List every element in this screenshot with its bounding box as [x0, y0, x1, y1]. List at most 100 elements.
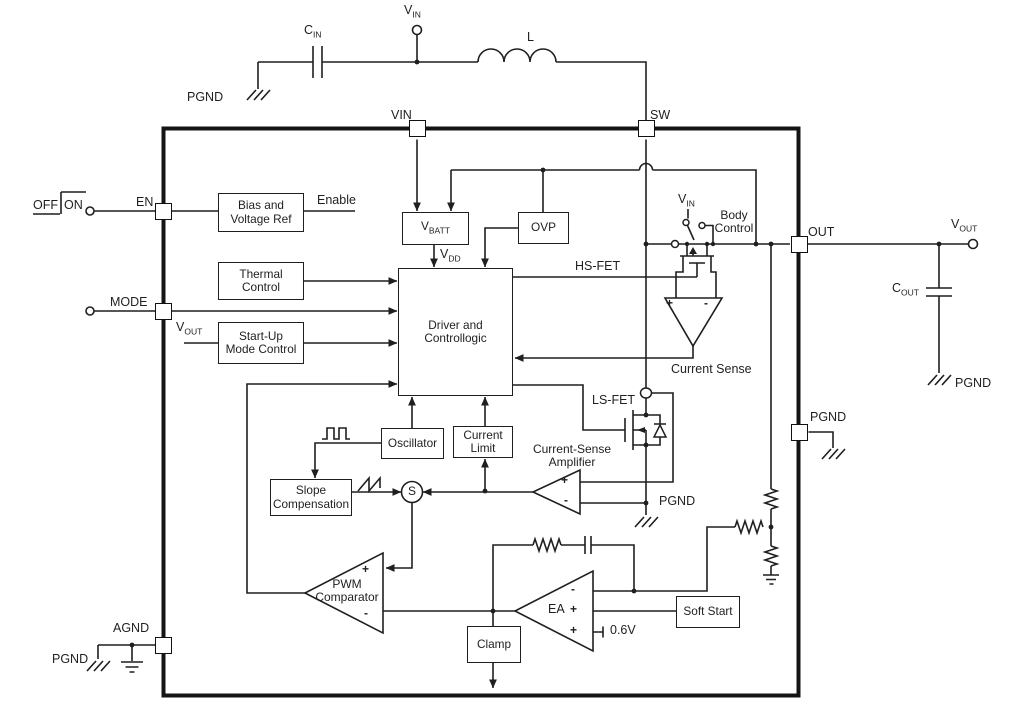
- ea-triangle: [513, 569, 594, 653]
- inductor-coil: [477, 48, 557, 63]
- ea-label: EA: [548, 602, 565, 616]
- pgnd-ground-cout: [927, 374, 952, 386]
- wire-ovp-driver: [481, 227, 518, 268]
- vref-label: 0.6V: [610, 623, 636, 637]
- pwm-plus: +: [362, 562, 370, 576]
- switch-on-label: ON: [64, 198, 83, 212]
- cin-capacitor: [312, 46, 323, 78]
- pgnd-ground-ls: [634, 516, 659, 528]
- cout-label: COUT: [892, 281, 919, 298]
- wire-pgnd-pin: [808, 431, 834, 448]
- vin-terminal-circle: [411, 24, 423, 36]
- ea-minus: -: [571, 582, 575, 596]
- slope-line1: Slope: [295, 483, 327, 497]
- body-control-switch: [686, 209, 714, 244]
- summing-node-circle: [400, 480, 424, 504]
- driver-line2: Controllogic: [424, 331, 487, 345]
- current-limit-line2: Limit: [470, 441, 496, 455]
- body-switch-contact-1: [682, 218, 690, 227]
- cs-upper-plus: +: [666, 296, 674, 310]
- thermal-line2: Control: [241, 280, 281, 294]
- bias-line2: Voltage Ref: [230, 211, 292, 226]
- wire-jumper-oval: [639, 387, 653, 399]
- soft-start-block: Soft Start: [676, 596, 740, 628]
- clamp-label: Clamp: [476, 636, 512, 651]
- cs-upper-minus: -: [704, 296, 708, 310]
- vbatt-label: VBATT: [421, 218, 450, 235]
- pin-mode-label: MODE: [110, 295, 148, 309]
- ls-body-diode: [652, 423, 668, 438]
- pin-mode: [155, 303, 172, 320]
- startup-line1: Start-Up: [239, 328, 283, 343]
- slope-line2: Compensation: [272, 496, 350, 511]
- off-on-switch-marks: [33, 191, 86, 215]
- summing-node-label: S: [408, 484, 417, 498]
- pin-pgnd: [791, 424, 808, 441]
- vout-startup-label: VOUT: [176, 320, 203, 337]
- junction-dots: [129, 59, 942, 648]
- wire-cin: [257, 61, 417, 89]
- agnd-earth-ground: [121, 661, 143, 673]
- pgnd-ground-cin: [246, 89, 271, 101]
- thermal-line1: Thermal: [239, 266, 283, 281]
- current-limit-block: Current Limit: [453, 426, 513, 458]
- cin-label: CIN: [304, 23, 322, 40]
- current-sense-label: Current Sense: [671, 362, 752, 376]
- pgnd-label-agnd: PGND: [52, 652, 89, 666]
- pin-sw: [638, 120, 655, 137]
- pgnd-ground-agnd: [86, 660, 111, 672]
- cout-capacitor: [926, 244, 952, 373]
- fb-earth-ground: [763, 574, 779, 585]
- pgnd-label-cin: PGND: [187, 90, 224, 104]
- sawtooth-icon: [357, 475, 381, 494]
- pwm-minus: -: [364, 606, 368, 620]
- ls-fet-symbol: [624, 410, 647, 515]
- wire-fb-minus: [593, 526, 735, 592]
- wire-ls-gate: [513, 384, 625, 431]
- pwm-comparator-triangle: [303, 551, 384, 635]
- hs-fet-terminal-circle: [670, 239, 680, 249]
- cs-amp-minus: -: [564, 493, 568, 507]
- clock-waveform-icon: [322, 427, 350, 440]
- clamp-block: Clamp: [467, 626, 521, 663]
- slope-compensation-block: Slope Compensation: [270, 479, 352, 516]
- inductor-label: L: [527, 30, 534, 44]
- vdd-label: VDD: [440, 247, 461, 264]
- pgnd-pin-label: PGND: [810, 410, 847, 424]
- fb-resistor-top: [762, 488, 780, 510]
- oscillator-label: Oscillator: [387, 435, 438, 450]
- pin-sw-label: SW: [650, 108, 671, 122]
- body-switch-contact-2: [698, 221, 706, 230]
- ls-fet-label: LS-FET: [592, 393, 636, 407]
- en-terminal-circle: [85, 206, 95, 216]
- pgnd-label-cout: PGND: [955, 376, 992, 390]
- hs-fet-label: HS-FET: [575, 259, 621, 273]
- wire-agnd: [97, 644, 155, 661]
- small-symbols: [85, 24, 979, 504]
- wire-cs-upper-out: [514, 346, 694, 362]
- vout-terminal-circle: [967, 238, 979, 250]
- driver-control-logic-block: Driver and Controllogic: [398, 268, 513, 396]
- ovp-label: OVP: [531, 220, 556, 235]
- wire-compensation: [492, 544, 635, 611]
- pgnd-label-ls: PGND: [659, 494, 696, 508]
- wire-hs-sense-taps: [675, 256, 717, 298]
- amplifiers: [303, 297, 724, 653]
- wire-csamp-plus: [580, 392, 674, 483]
- cs-amplifier-triangle: [531, 468, 581, 516]
- mode-terminal-circle: [85, 306, 95, 316]
- current-limit-line1: Current: [463, 427, 503, 442]
- vin-body-label: VIN: [678, 192, 695, 209]
- pgnd-ground-pin: [821, 448, 846, 460]
- switch-off-label: OFF: [33, 198, 58, 212]
- bias-voltage-ref-block: Bias and Voltage Ref: [218, 193, 304, 232]
- ea-plus-2: +: [570, 623, 578, 637]
- ea-plus-1: +: [570, 602, 578, 616]
- pin-out-label: OUT: [808, 225, 835, 239]
- hs-fet-symbol: [680, 244, 714, 277]
